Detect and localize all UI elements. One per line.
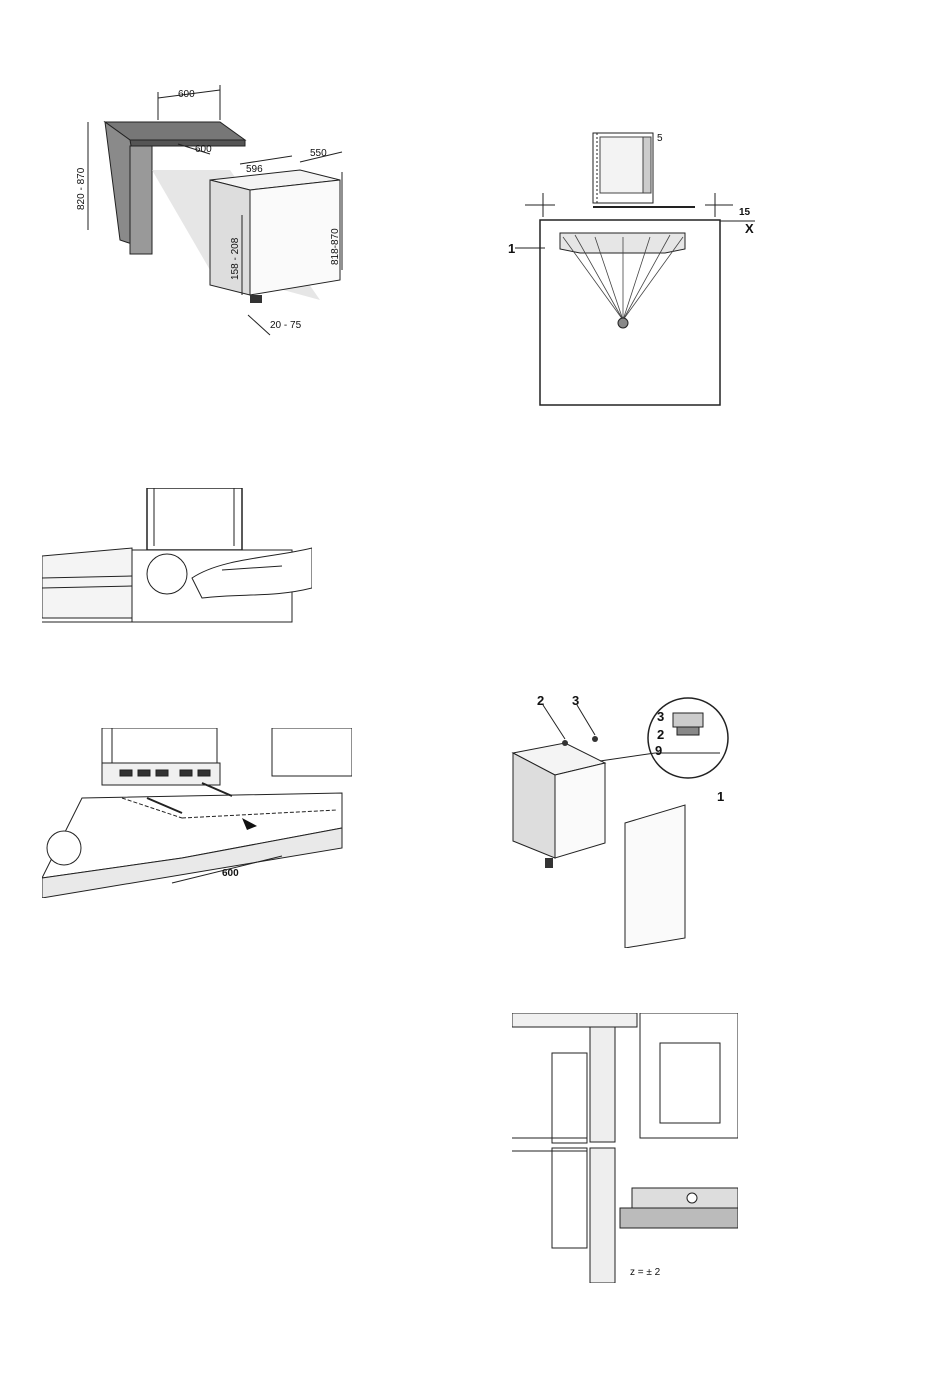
detail-label-2: 2	[657, 727, 664, 742]
unit-height-label: 818-870	[330, 228, 341, 265]
offset-label: 15	[739, 207, 751, 218]
detail-label-3: 3	[657, 709, 664, 724]
screw-label-3: 3	[572, 693, 579, 708]
plinth-height-label: 158 - 208	[230, 237, 241, 280]
door-label-1: 1	[717, 789, 724, 804]
plinth-fixing-illustration	[42, 488, 312, 636]
unit-width-label: 596	[246, 164, 263, 175]
width-600-label: 600	[222, 868, 239, 879]
axis-x-label: X	[745, 221, 754, 236]
door-fixing-diagram: 2 3 3 2 9 1	[505, 693, 735, 948]
dimension-diagram: 600 600 820 - 870 596 550 818-870 158 - …	[60, 80, 360, 350]
screw-label-2: 2	[537, 693, 544, 708]
detail-label-9: 9	[655, 743, 662, 758]
bracket-number-label: 1	[508, 241, 515, 256]
unit-depth-label: 550	[310, 148, 327, 159]
door-alignment-diagram: z = ± 2	[512, 1013, 738, 1283]
cabinet-inner-label: 600	[195, 144, 212, 155]
gap-top-label: 5	[657, 133, 663, 144]
bracket-template-diagram: 5 15 X 1	[505, 125, 765, 415]
cabinet-width-label: 600	[178, 89, 195, 100]
cabinet-height-label: 820 - 870	[76, 167, 87, 210]
plinth-depth-label: 20 - 75	[270, 320, 302, 331]
tolerance-label: z = ± 2	[630, 1267, 661, 1278]
plinth-alignment-illustration: 600	[42, 728, 352, 898]
